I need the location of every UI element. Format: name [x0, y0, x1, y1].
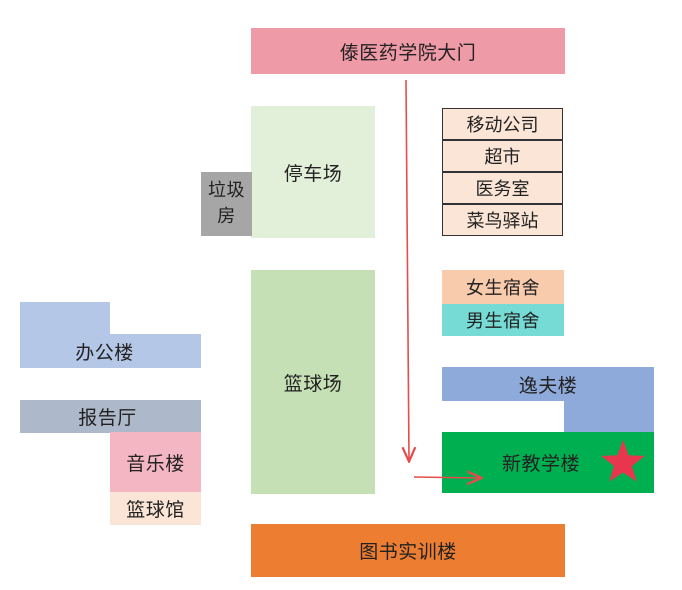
- library-training-building-block: 图书实训楼: [251, 524, 565, 577]
- route-arrow: [406, 79, 409, 460]
- garbage-room-label: 垃圾房: [208, 180, 245, 227]
- star-icon: [601, 440, 645, 482]
- girls-dorm-block: 女生宿舍: [442, 270, 564, 304]
- library-training-building-label: 图书实训楼: [359, 541, 457, 563]
- shop-cainiao-station: 菜鸟驿站: [442, 204, 563, 236]
- lecture-hall-label: 报告厅: [78, 407, 137, 429]
- shop-supermarket: 超市: [442, 140, 563, 172]
- parking-lot-block: 停车场: [251, 106, 375, 238]
- boys-dorm-block: 男生宿舍: [442, 304, 564, 336]
- shop-label: 医务室: [475, 179, 530, 200]
- yifu-building-label: 逸夫楼: [518, 374, 578, 397]
- gate-block: 傣医药学院大门: [251, 28, 565, 74]
- basketball-court-block: 篮球场: [251, 270, 375, 494]
- gate-label: 傣医药学院大门: [339, 41, 477, 64]
- shop-mobile-company: 移动公司: [442, 108, 563, 140]
- lecture-hall-block: 报告厅: [20, 400, 201, 433]
- shop-label: 超市: [484, 147, 521, 168]
- route-arrow: [413, 477, 480, 478]
- office-building-upper-wing: [20, 302, 110, 335]
- basketball-court-label: 篮球场: [283, 372, 343, 395]
- office-building-block: 办公楼: [20, 334, 201, 368]
- basketball-gym-label: 篮球馆: [126, 499, 185, 521]
- shop-label: 移动公司: [466, 115, 539, 136]
- garbage-room-block: 垃圾房: [201, 172, 252, 236]
- shop-label: 菜鸟驿站: [466, 211, 539, 232]
- music-building-block: 音乐楼: [110, 432, 201, 492]
- girls-dorm-label: 女生宿舍: [466, 278, 540, 299]
- basketball-gym-block: 篮球馆: [110, 492, 201, 525]
- office-building-label: 办公楼: [75, 341, 134, 364]
- music-building-label: 音乐楼: [126, 452, 185, 475]
- parking-lot-label: 停车场: [283, 162, 343, 185]
- new-teaching-building-label: 新教学楼: [501, 453, 580, 475]
- shop-clinic: 医务室: [442, 172, 563, 204]
- boys-dorm-label: 男生宿舍: [466, 311, 540, 332]
- yifu-building-block: 逸夫楼: [442, 367, 654, 401]
- yifu-building-extension: [564, 400, 654, 432]
